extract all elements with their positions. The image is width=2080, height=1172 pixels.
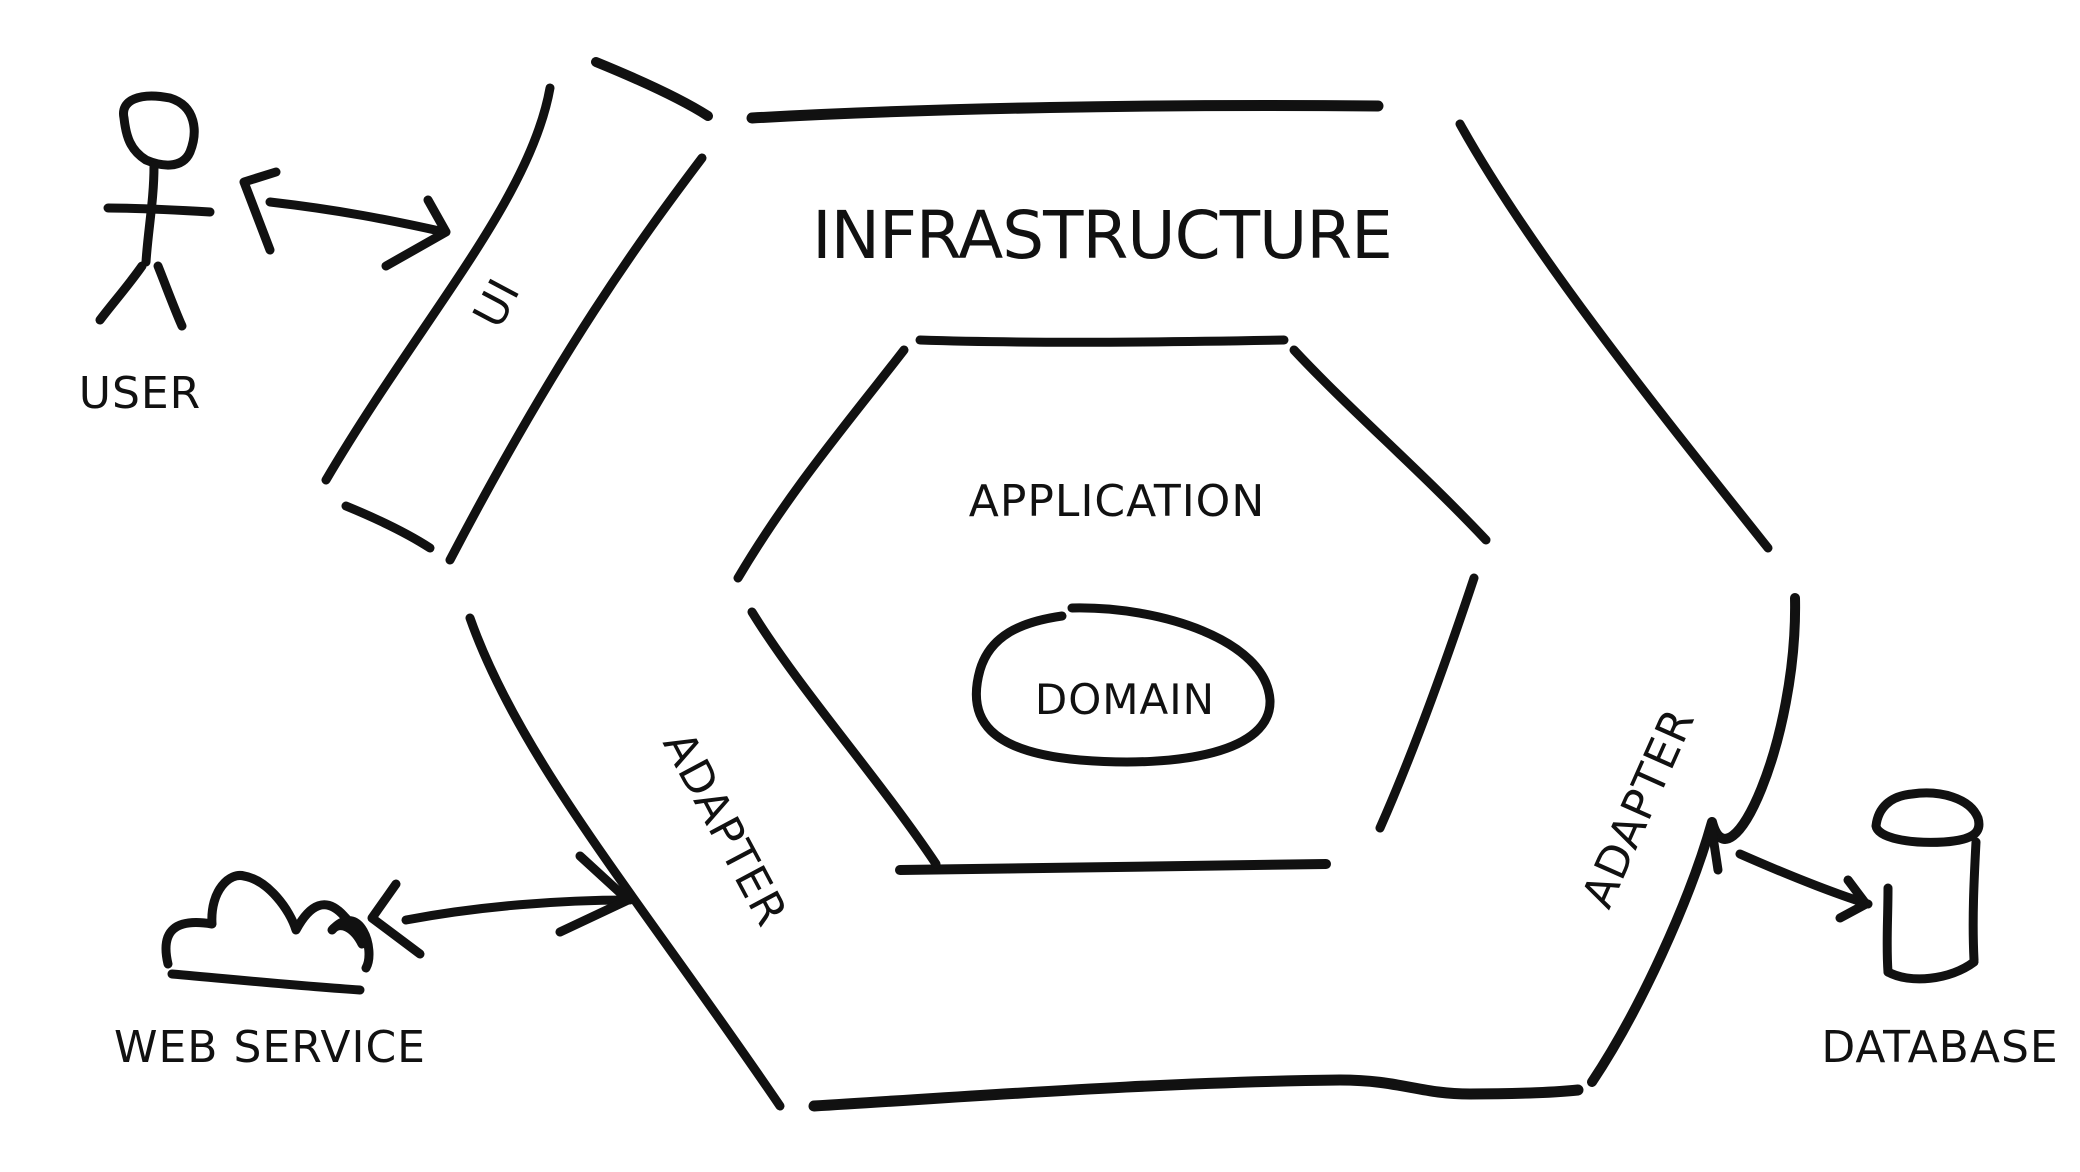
domain-core: [971, 603, 1275, 767]
webservice-adapter-arrow: [401, 895, 635, 925]
user-ui-arrowhead-right: [381, 195, 451, 271]
adapter-database-arrowhead-left: [1707, 825, 1723, 875]
adapter-right-label: ADAPTER: [1572, 701, 1705, 916]
inner-top-edge: [915, 335, 1289, 347]
outer-bottom-left-edge: [465, 613, 785, 1111]
cloud-outline: [161, 870, 374, 973]
db-top: [1871, 788, 1984, 847]
connectors: [239, 167, 1873, 959]
user-ui-arrowhead-left: [239, 167, 281, 255]
web-service-label: WEB SERVICE: [114, 1022, 426, 1073]
db-left: [1882, 883, 1893, 977]
outer-top-right-edge: [1455, 119, 1773, 553]
outer-bottom-edge: [808, 1074, 1584, 1112]
db-bottom: [1883, 957, 1979, 984]
webservice-adapter-arrowhead-left: [367, 879, 425, 959]
domain-outline: [971, 603, 1275, 767]
webservice-adapter-arrowhead-right: [555, 851, 633, 937]
user-label: USER: [79, 368, 202, 419]
ui-adapter: [321, 57, 713, 553]
adapter-left-label: ADAPTER: [653, 724, 798, 935]
outer-top-edge: [746, 100, 1384, 124]
ui-strip-top: [591, 57, 713, 121]
inner-top-left-edge: [733, 345, 909, 583]
database-label: DATABASE: [1821, 1022, 2058, 1073]
user-arms: [103, 203, 215, 217]
outer-top-left-edge: [445, 153, 707, 565]
user-leg-right: [153, 261, 187, 331]
inner-right-edge: [1375, 573, 1479, 833]
db-right: [1968, 837, 1981, 965]
ui-label: UI: [464, 270, 531, 336]
inner-top-right-edge: [1289, 345, 1491, 545]
user-leg-left: [95, 261, 147, 325]
outer-hexagon: [445, 100, 1801, 1112]
inner-hexagon: [733, 335, 1491, 875]
user-body: [141, 161, 159, 267]
cloud-base: [167, 969, 365, 995]
infrastructure-label: INFRASTRUCTURE: [812, 197, 1392, 274]
adapter-database-arrowhead-right: [1835, 875, 1871, 923]
user-ui-arrow: [265, 197, 449, 237]
outer-right-edge: [1587, 593, 1801, 1087]
cloud-icon: [161, 870, 374, 995]
cylinder-icon: [1871, 788, 1984, 984]
ui-strip-outer: [321, 83, 555, 485]
inner-bottom-left-edge: [747, 607, 941, 869]
user-head: [119, 91, 199, 170]
stick-figure-icon: [95, 91, 215, 331]
inner-bottom-edge: [895, 859, 1331, 875]
ui-strip-bottom: [341, 501, 435, 553]
adapter-database-arrow: [1735, 849, 1873, 909]
application-label: APPLICATION: [969, 476, 1265, 527]
domain-label: DOMAIN: [1035, 675, 1215, 724]
